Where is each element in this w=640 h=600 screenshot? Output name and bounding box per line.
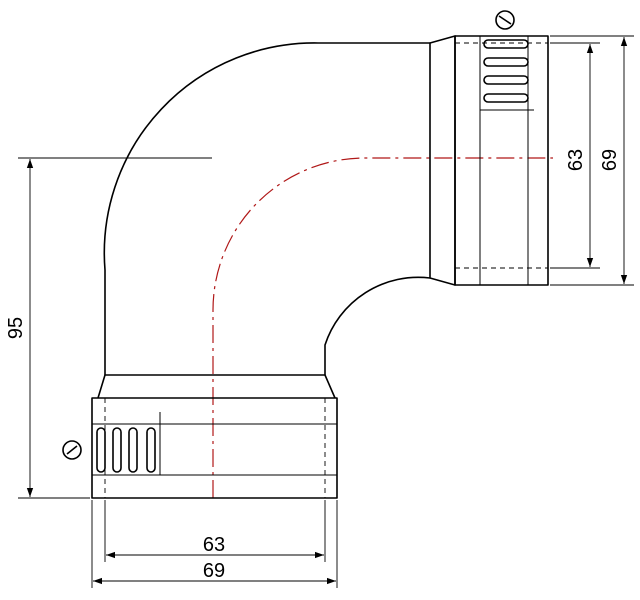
bottom-worm-loop bbox=[128, 427, 138, 473]
right-worm-loop bbox=[483, 57, 529, 67]
right-sleeve-chamfer bbox=[429, 35, 456, 286]
dim-bottom-outer-label: 69 bbox=[203, 560, 225, 582]
bottom-sleeve-body bbox=[91, 397, 338, 499]
bottom-worm-loop bbox=[146, 427, 156, 473]
dim-overall-height-label: 95 bbox=[5, 317, 27, 339]
dim-bottom-inner-label: 63 bbox=[203, 534, 225, 556]
bottom-clamp-screw-slot bbox=[66, 445, 78, 455]
elbow-outer-arc bbox=[103, 42, 430, 375]
right-worm-loop bbox=[483, 75, 529, 85]
right-worm-loop bbox=[483, 93, 529, 103]
bottom-clamp-worm bbox=[62, 427, 156, 473]
dim-right-inner-label: 63 bbox=[565, 149, 587, 171]
right-clamp-worm bbox=[483, 10, 529, 103]
bottom-sleeve bbox=[91, 374, 338, 499]
dim-overall-height: 95 bbox=[5, 157, 212, 499]
elbow-inner-arc bbox=[324, 276, 431, 375]
right-clamp-screw-head bbox=[495, 10, 515, 30]
dim-right-outer-label: 69 bbox=[599, 149, 621, 171]
bottom-worm-loop bbox=[96, 427, 106, 473]
dim-bottom-inner: 63 bbox=[104, 500, 326, 562]
right-sleeve bbox=[429, 35, 549, 286]
dim-right-outer: 69 bbox=[550, 35, 634, 286]
right-clamp-screw-slot bbox=[498, 15, 512, 25]
centerline bbox=[212, 157, 553, 498]
right-worm-loop bbox=[483, 39, 529, 49]
dim-bottom-outer: 69 bbox=[91, 500, 338, 588]
dim-right-inner: 63 bbox=[550, 42, 600, 269]
bottom-worm-loop bbox=[112, 427, 122, 473]
bottom-clamp-screw-head bbox=[62, 440, 82, 460]
right-sleeve-body bbox=[454, 35, 549, 286]
bottom-sleeve-chamfer bbox=[97, 374, 336, 399]
elbow-body bbox=[103, 42, 431, 375]
